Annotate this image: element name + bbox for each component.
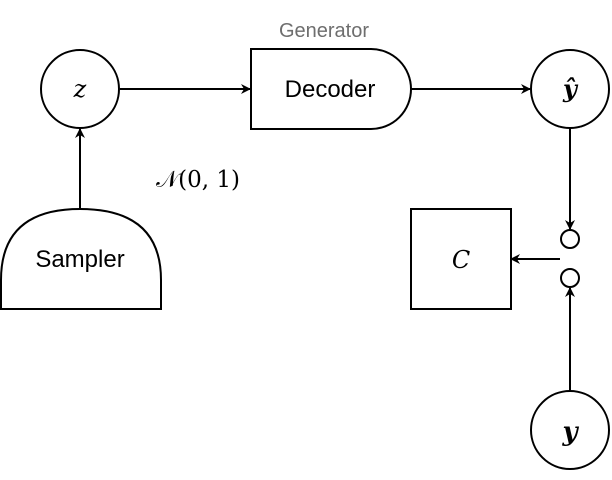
decoder-node: Decoder bbox=[250, 48, 413, 130]
y-node: y bbox=[530, 390, 610, 470]
y-node-label: y bbox=[561, 417, 579, 447]
z-node-label: z bbox=[73, 75, 87, 103]
sampler-node: Sampler bbox=[0, 207, 162, 310]
comparison-port-top bbox=[560, 229, 580, 249]
decoder-node-label: Decoder bbox=[285, 76, 376, 103]
normal-distribution-label: 𝒩(0, 1) bbox=[156, 167, 240, 193]
y-hat-node-label: ŷ bbox=[562, 74, 579, 103]
sampler-node-label: Sampler bbox=[35, 246, 124, 273]
y-hat-node: ŷ bbox=[530, 49, 610, 129]
c-node: C bbox=[410, 208, 512, 310]
comparison-port-bottom bbox=[560, 268, 580, 288]
z-node: z bbox=[40, 49, 120, 129]
c-node-label: C bbox=[452, 246, 470, 274]
generator-group-label: Generator bbox=[279, 20, 369, 42]
